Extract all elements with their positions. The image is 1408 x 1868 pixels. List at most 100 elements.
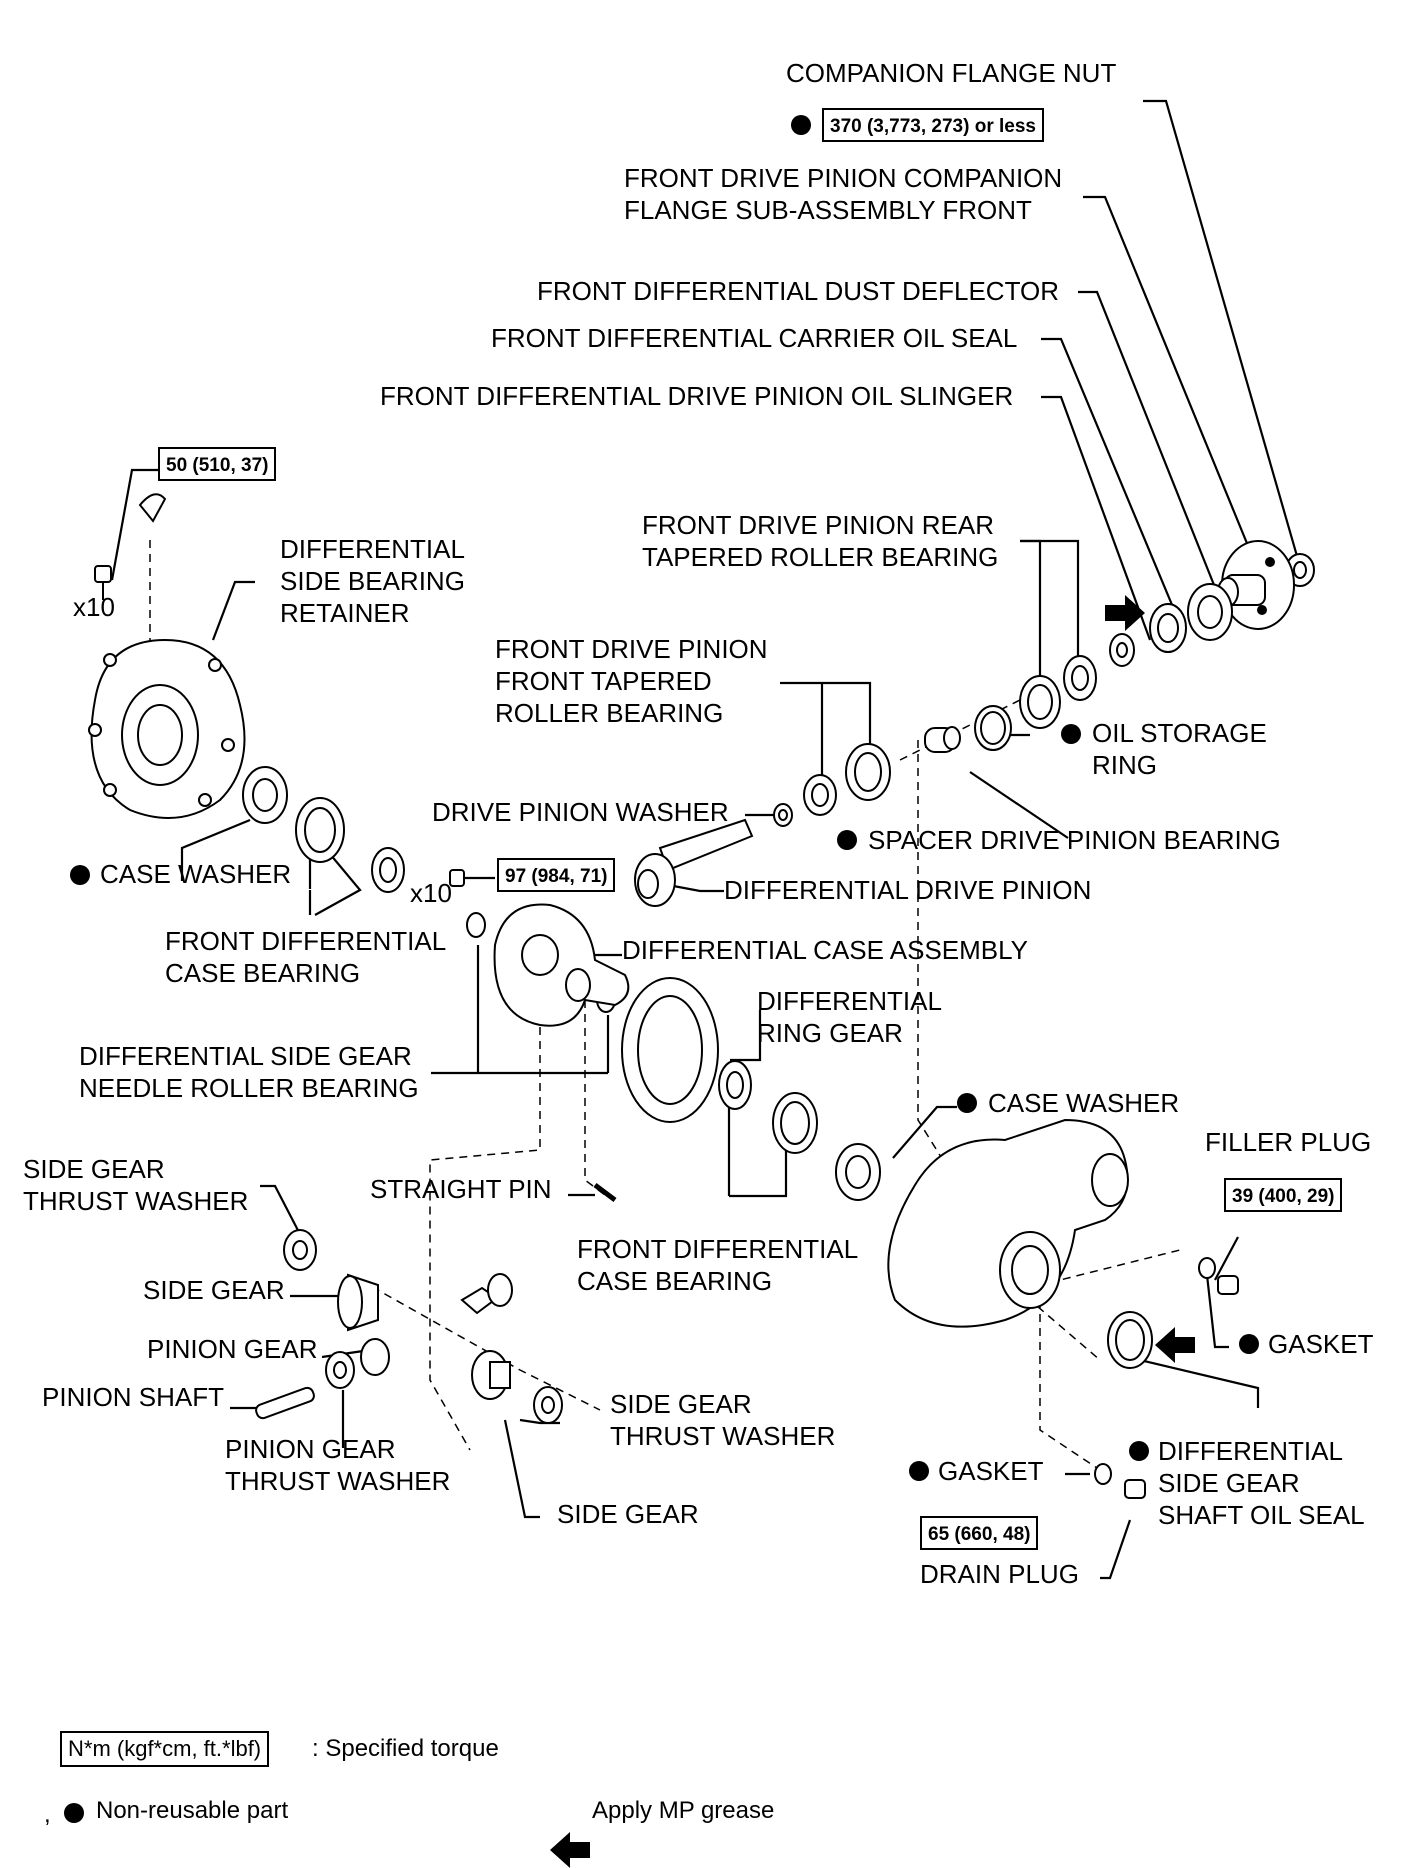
side-gear-thrust-washer-left-part (283, 1229, 317, 1271)
case-bearing-cone-center-part (718, 1060, 752, 1110)
case-bearing-cone-left-part (371, 847, 405, 893)
front-bearing-cone-part (803, 774, 837, 816)
leader-side-gear-bottom (503, 1419, 540, 1519)
leader-dust-deflector (1078, 290, 1222, 601)
label-pinion-gear: PINION GEAR (147, 1334, 318, 1364)
label-pinion-shaft: PINION SHAFT (42, 1382, 225, 1412)
leader-filler-plug (1214, 1236, 1239, 1281)
torque-drain-plug: 65 (660, 48) (920, 1516, 1039, 1550)
label-side-gear-shaft-oil-seal: DIFFERENTIAL SIDE GEAR SHAFT OIL SEAL (1158, 1436, 1365, 1530)
label-dust-deflector: FRONT DIFFERENTIAL DUST DEFLECTOR (537, 276, 1059, 306)
label-side-gear-needle-bearing: DIFFERENTIAL SIDE GEAR NEEDLE ROLLER BEA… (79, 1041, 419, 1103)
legend-nonreusable-prefix: , (44, 1801, 51, 1828)
leader-case-washer-left (180, 818, 251, 881)
leader-gasket-right (1205, 1274, 1229, 1349)
side-bearing-retainer-part (88, 638, 246, 819)
label-side-bearing-retainer: DIFFERENTIAL SIDE BEARING RETAINER (280, 534, 465, 628)
drive-pinion-part (634, 818, 754, 907)
front-bearing-cup-part (845, 743, 891, 801)
label-side-gear-thrust-washer-left: SIDE GEAR THRUST WASHER (23, 1154, 249, 1216)
leader-shaft-oil-seal (1139, 1358, 1260, 1408)
nonreusable-dot-gasket-bottom (909, 1461, 929, 1481)
nonreusable-dot-gasket-right (1239, 1334, 1259, 1354)
leader-side-gear-thrust-washer-right (519, 1418, 560, 1425)
label-oil-storage-ring: OIL STORAGE RING (1092, 718, 1267, 780)
leader-carrier-oil-seal (1041, 337, 1182, 625)
side-gear-thrust-washer-right-part (533, 1386, 563, 1424)
nonreusable-dot-spacer (837, 830, 857, 850)
companion-flange-part (1217, 540, 1295, 630)
leader-retainer (211, 580, 255, 641)
label-companion-flange-nut: COMPANION FLANGE NUT (786, 58, 1117, 88)
legend-grease-desc: Apply MP grease (592, 1797, 775, 1824)
rear-bearing-cup-part (1019, 675, 1061, 729)
leader-drive-pinion (667, 883, 724, 893)
label-x10-left: x10 (73, 592, 115, 622)
needle-bearing-left-part (466, 912, 486, 938)
case-washer-left-part (242, 766, 288, 824)
torque-filler-plug: 39 (400, 29) (1224, 1178, 1343, 1212)
carrier-housing-part (887, 1118, 1129, 1328)
leader-retainer-bolt (110, 468, 158, 581)
retainer-bolt-part (94, 493, 167, 600)
drain-plug-part (1124, 1479, 1146, 1499)
shaft-oil-seal-part (1107, 1311, 1153, 1369)
pinion-gear-thrust-washer-part (325, 1351, 355, 1389)
leader-side-gear-thrust-washer-left (260, 1184, 304, 1241)
carrier-oil-seal-part (1149, 603, 1187, 653)
leader-companion-flange-nut (1143, 99, 1303, 571)
label-side-gear-thrust-washer-right: SIDE GEAR THRUST WASHER (610, 1389, 836, 1451)
side-gear-bottom-part (471, 1350, 511, 1400)
case-washer-right-part (835, 1143, 881, 1201)
label-straight-pin: STRAIGHT PIN (370, 1174, 552, 1204)
drive-pinion-washer-part (773, 803, 793, 827)
label-case-bearing-center: FRONT DIFFERENTIAL CASE BEARING (577, 1234, 859, 1296)
axis-drive-pinion (917, 740, 1101, 1361)
pinion-shaft-part (255, 1386, 315, 1420)
label-spacer-drive-pinion-bearing: SPACER DRIVE PINION BEARING (868, 825, 1281, 855)
legend-grease-icon (550, 1832, 590, 1868)
label-case-washer-left: CASE WASHER (100, 859, 292, 889)
side-gear-left-part (337, 1273, 379, 1332)
torque-ring-gear-bolt: 97 (984, 71) (497, 858, 616, 892)
grease-arrow-seal-icon (1155, 1327, 1195, 1363)
differential-case-part (493, 903, 630, 1027)
legend-torque-box: N*m (kgf*cm, ft.*lbf) (60, 1731, 270, 1767)
legend-torque-desc: : Specified torque (312, 1735, 499, 1762)
legend-nonreusable-dot (64, 1803, 84, 1823)
label-gasket-bottom: GASKET (938, 1456, 1044, 1486)
label-side-gear-bottom: SIDE GEAR (557, 1499, 699, 1529)
torque-companion-flange-nut: 370 (3,773, 273) or less (822, 108, 1044, 142)
oil-slinger-part (1109, 633, 1135, 667)
leader-ring-gear (730, 1010, 762, 1062)
filler-gasket-part (1198, 1257, 1216, 1279)
case-bearing-cup-center-part (772, 1092, 818, 1154)
grease-arrow-slinger-icon (1105, 595, 1145, 631)
drain-gasket-part (1094, 1463, 1112, 1485)
spacer-part (924, 726, 961, 753)
label-case-washer-right: CASE WASHER (988, 1088, 1180, 1118)
straight-pin-part (593, 1183, 617, 1202)
label-differential-ring-gear: DIFFERENTIAL RING GEAR (757, 986, 942, 1048)
leader-front-bearing-right (780, 681, 872, 760)
ring-gear-part (621, 977, 719, 1123)
nonreusable-dot-case-washer-right (957, 1093, 977, 1113)
label-side-gear-left: SIDE GEAR (143, 1275, 285, 1305)
nonreusable-dot-nut (791, 115, 811, 135)
pinion-gear-top-part (460, 1273, 513, 1315)
nonreusable-dot-shaft-oil-seal (1129, 1441, 1149, 1461)
legend-nonreusable-desc: Non-reusable part (96, 1797, 289, 1824)
nonreusable-dot-oil-storage (1061, 724, 1081, 744)
label-differential-case-assembly: DIFFERENTIAL CASE ASSEMBLY (622, 935, 1028, 965)
nonreusable-dot-case-washer-left (70, 865, 90, 885)
label-rear-tapered-bearing: FRONT DRIVE PINION REAR TAPERED ROLLER B… (642, 510, 999, 572)
leader-oil-slinger (1041, 395, 1152, 641)
label-companion-flange: FRONT DRIVE PINION COMPANION FLANGE SUB-… (624, 163, 1063, 225)
leader-companion-flange (1083, 195, 1255, 559)
leader-rear-bearing-left (1020, 539, 1042, 695)
torque-retainer-bolt: 50 (510, 37) (158, 447, 277, 481)
label-drain-plug: DRAIN PLUG (920, 1559, 1079, 1589)
dust-deflector-part (1187, 583, 1233, 641)
